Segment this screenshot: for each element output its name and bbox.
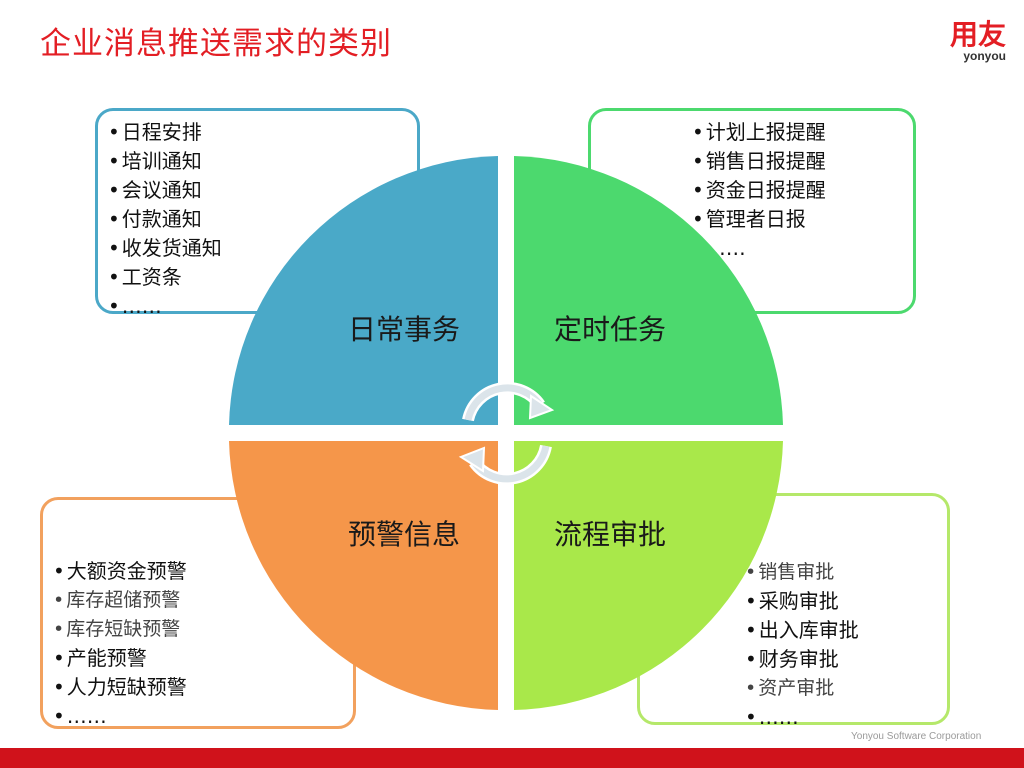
list-item: •资产审批: [745, 677, 835, 699]
list-item: •……: [53, 704, 107, 728]
workflow-approval-list: •销售审批 •采购审批 •出入库审批 •财务审批 •资产审批 •……: [745, 558, 859, 732]
cycle-arrows-icon: [458, 381, 555, 485]
list-item: •产能预警: [53, 646, 147, 670]
yonyou-logo: 用友 yonyou: [932, 20, 1006, 66]
scheduled-tasks-label: 定时任务: [554, 313, 666, 346]
list-item: •培训通知: [108, 149, 202, 173]
list-item: •财务审批: [745, 647, 839, 671]
workflow-approval-label: 流程审批: [554, 518, 666, 551]
logo-mark: 用友: [949, 18, 1006, 51]
list-item: •库存短缺预警: [53, 618, 181, 640]
list-item: •销售审批: [745, 561, 835, 583]
alert-info-list: •大额资金预警 •库存超储预警 •库存短缺预警 •产能预警 •人力短缺预警 •……: [53, 557, 187, 731]
list-item: •资金日报提醒: [692, 178, 826, 202]
list-item: •管理者日报: [692, 207, 806, 231]
daily-affairs-list: •日程安排 •培训通知 •会议通知 •付款通知 •收发货通知 •工资条 •……: [108, 118, 222, 321]
list-item: •采购审批: [745, 589, 839, 613]
scheduled-tasks-list: •计划上报提醒 •销售日报提醒 •资金日报提醒 •管理者日报 •……: [692, 118, 826, 263]
list-item: •计划上报提醒: [692, 120, 826, 144]
logo-wordmark: yonyou: [963, 49, 1006, 63]
company-footer-text: Yonyou Software Corporation: [851, 731, 982, 742]
list-item: •工资条: [108, 265, 182, 289]
list-item: •人力短缺预警: [53, 675, 187, 699]
daily-affairs-label: 日常事务: [348, 313, 460, 346]
list-item: •……: [108, 294, 162, 318]
scheduled-tasks-quadrant: [514, 156, 783, 425]
list-item: •大额资金预警: [53, 559, 187, 583]
slide-title: 企业消息推送需求的类别: [40, 26, 392, 62]
workflow-approval-quadrant: [514, 441, 783, 710]
alert-info-quadrant: [229, 441, 498, 710]
list-item: •销售日报提醒: [692, 149, 826, 173]
list-item: •会议通知: [108, 178, 202, 202]
footer-bar: [0, 748, 1024, 768]
list-item: •出入库审批: [745, 618, 859, 642]
list-item: •……: [745, 705, 799, 729]
daily-affairs-quadrant: [229, 156, 498, 425]
alert-info-label: 预警信息: [348, 518, 460, 551]
list-item: •库存超储预警: [53, 589, 181, 611]
list-item: •收发货通知: [108, 236, 222, 260]
list-item: •付款通知: [108, 207, 202, 231]
list-item: •日程安排: [108, 120, 202, 144]
